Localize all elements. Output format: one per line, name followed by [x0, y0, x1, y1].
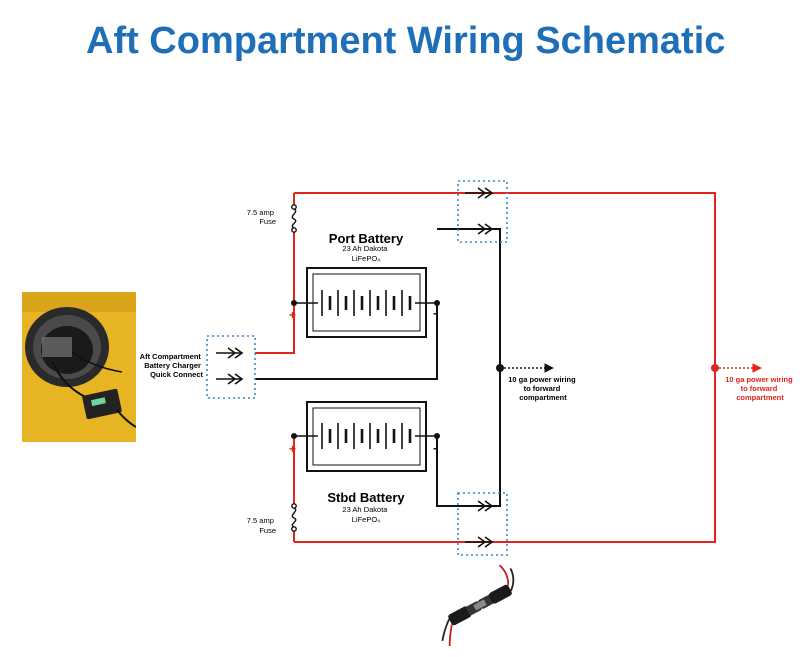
port-battery-title: Port Battery [329, 231, 404, 246]
bottom-connector-box [457, 492, 508, 556]
port-battery-spec: 23 Ah Dakota LiFePO₄ [342, 244, 389, 263]
battery-icon [291, 401, 440, 472]
stbd-battery-minus: - [433, 441, 437, 455]
battery-icon [291, 267, 440, 338]
positive-junction-dot [711, 364, 719, 372]
connector-chevrons [216, 187, 494, 548]
stbd-battery-title: Stbd Battery [327, 490, 405, 505]
port-battery-minus: - [433, 306, 437, 320]
stbd-battery-spec: 23 Ah Dakota LiFePO₄ [342, 505, 389, 524]
port-battery-plus: + [289, 308, 296, 322]
fuse-stbd-label: 7.5 amp Fuse [247, 516, 276, 535]
fuse-icon [291, 503, 297, 532]
page-title: Aft Compartment Wiring Schematic [86, 20, 726, 62]
connector-photo-icon [441, 564, 515, 647]
negative-junction-dot [496, 364, 504, 372]
fuse-port-label: 7.5 amp Fuse [247, 208, 276, 226]
charger-photo [22, 292, 136, 442]
stbd-battery-plus: + [289, 442, 296, 456]
negative-out-label: 10 ga power wiring to forward compartmen… [508, 375, 578, 402]
charger-connector-box [206, 335, 256, 399]
fuse-icon [291, 204, 297, 233]
positive-wiring [255, 192, 716, 543]
positive-out-label: 10 ga power wiring to forward compartmen… [725, 375, 795, 402]
charger-connect-label: Aft Compartment Battery Charger Quick Co… [140, 352, 204, 379]
connector-boxes [206, 180, 508, 556]
